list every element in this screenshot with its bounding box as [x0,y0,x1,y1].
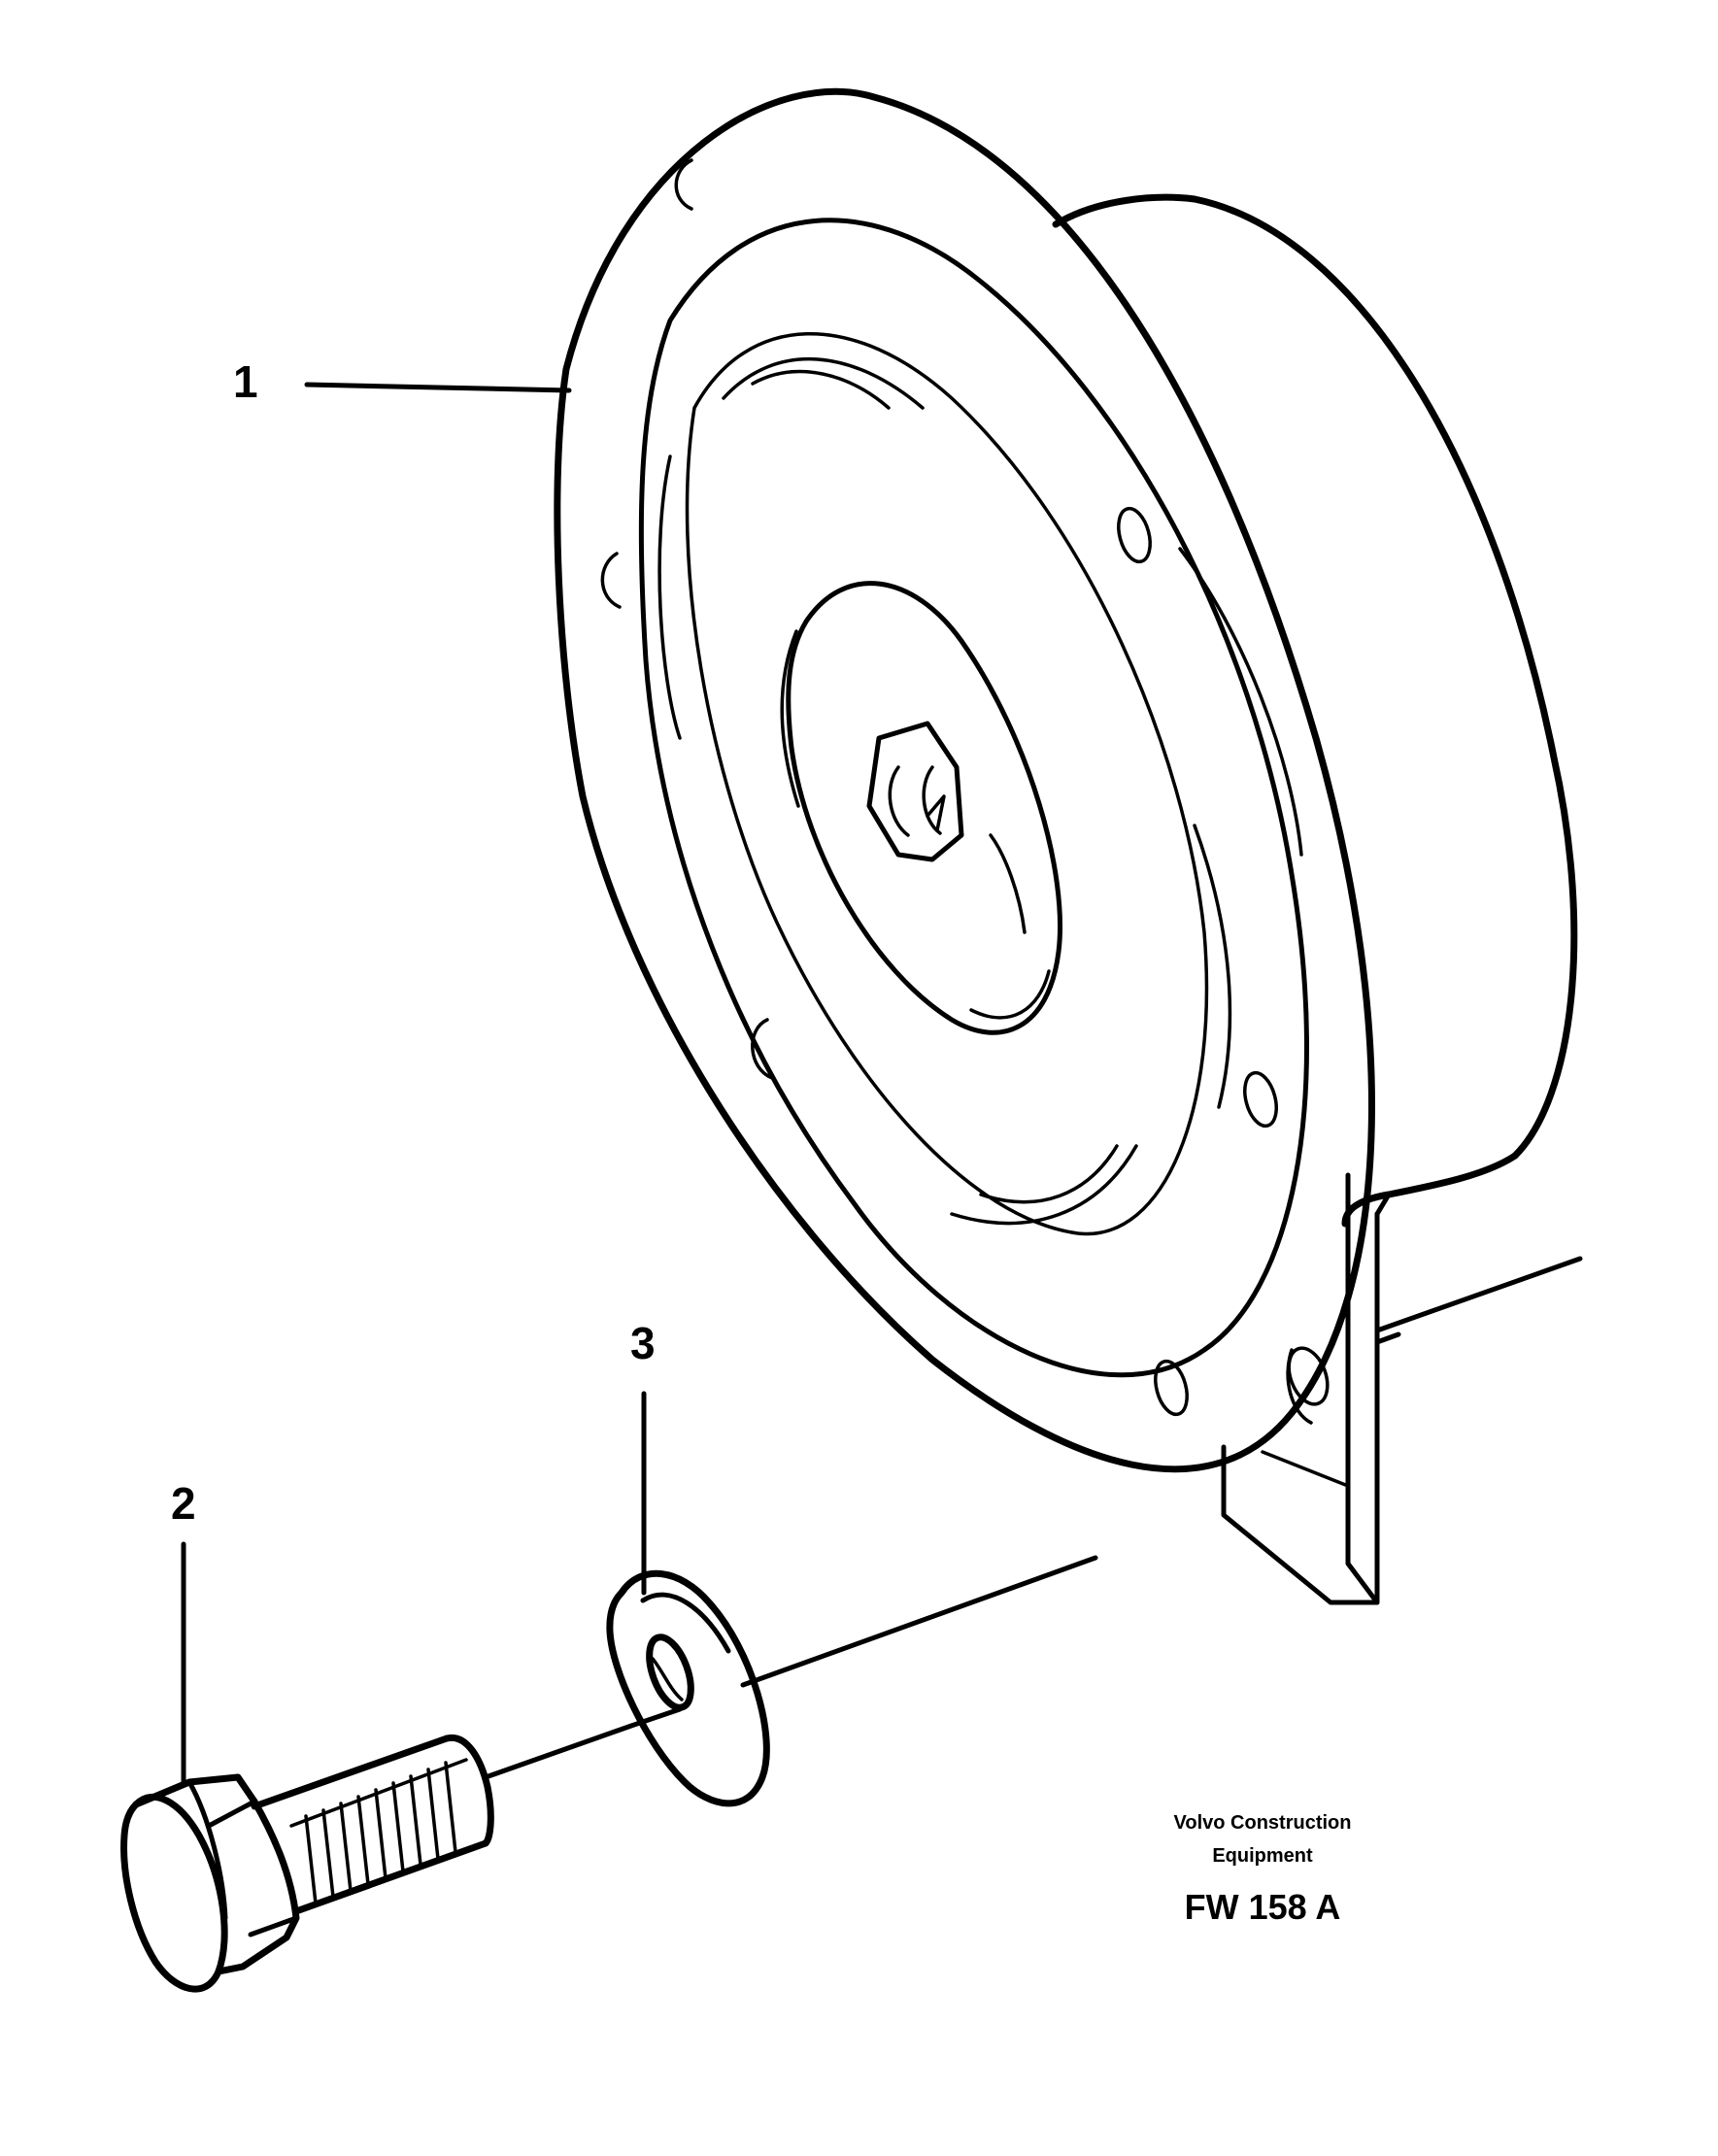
face-shade-left [657,455,682,740]
face-highlight-upper [722,357,925,410]
washer-bore [646,1634,694,1711]
credit-company-line-2: Equipment [1212,1845,1313,1867]
face-shade-right [1193,824,1232,1109]
part-2-hex-bolt [120,1734,494,1993]
assembly-axis-line [483,1555,1098,1780]
credit-company-line-1: Volvo Construction [1173,1812,1352,1834]
part-3-washer [606,1569,770,1807]
part-1-housing-cover [554,87,1578,1473]
leader-line-1 [304,382,572,393]
housing-body-inner-seam [1178,547,1303,857]
flange-bolt-holes [600,158,1278,1417]
center-nut [866,721,964,862]
hub-dome-shade-2 [969,969,1051,1020]
figure-code: FW 158 A [1184,1887,1341,1927]
housing-body-top [1052,193,1578,1160]
hub-dome-shade [780,629,800,808]
callout-1: 1 [233,356,258,407]
flange-inner-edge [638,218,1309,1378]
recessed-face [685,332,1209,1236]
face-highlight-upper-2 [751,369,891,410]
mounting-bracket [1221,1172,1583,1605]
face-highlight-lower [950,1144,1138,1226]
bracket-bolt-hole [1287,1346,1330,1406]
hub-dome [786,581,1063,1035]
callout-3: 3 [630,1318,656,1368]
bolt-thread-marks [304,1761,457,1905]
callout-2: 2 [171,1478,196,1529]
hub-dome-shade-3 [989,833,1027,934]
housing-body-bottom [1341,1152,1519,1228]
flange-outer-rim [554,87,1375,1473]
face-highlight-lower-2 [979,1144,1119,1204]
